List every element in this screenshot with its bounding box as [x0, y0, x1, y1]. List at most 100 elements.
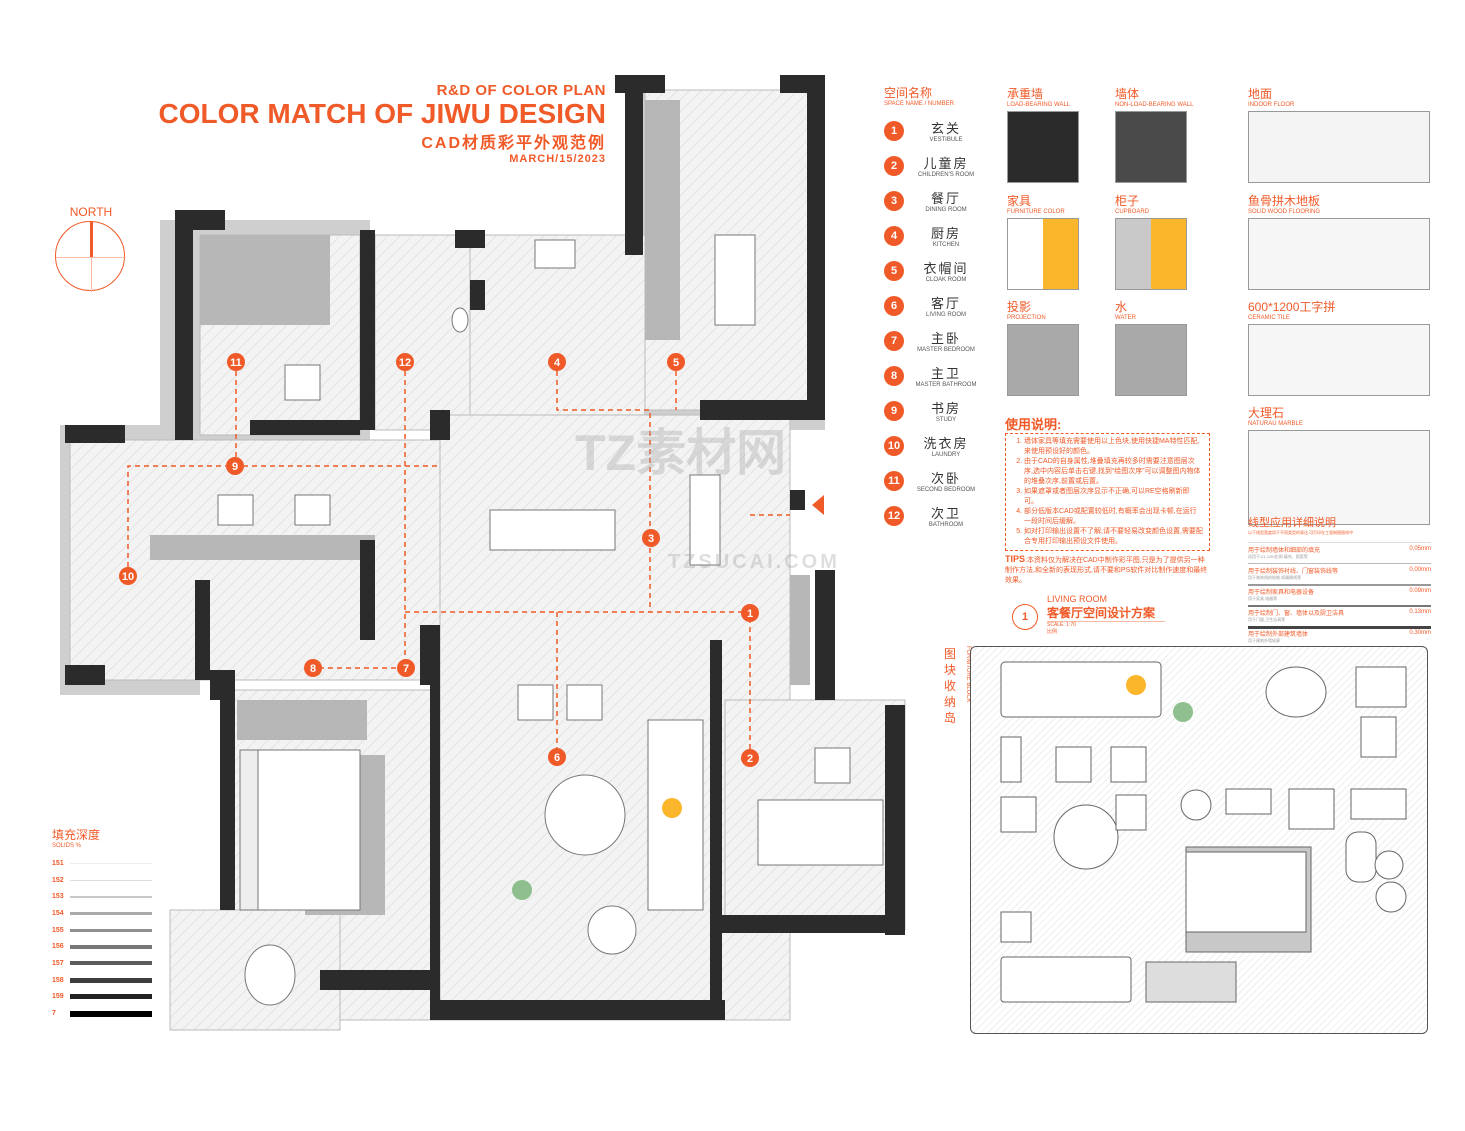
marker-4: 4: [548, 353, 566, 371]
line-sample: [1248, 605, 1431, 607]
legend-number: 3: [884, 190, 904, 211]
legend-number: 11: [884, 470, 904, 491]
legend-cn: 餐厅: [930, 191, 961, 206]
swatch-en: FURNITURE COLOR: [1007, 209, 1065, 215]
fill-row: 154: [52, 905, 152, 922]
fill-row: 153: [52, 888, 152, 905]
fill-row: 157: [52, 955, 152, 972]
svg-text:3: 3: [648, 533, 654, 545]
legend-cn: 洗衣房: [923, 436, 969, 451]
line-sub: 适用于1/1-1/50比例,填充、图案等: [1248, 554, 1308, 559]
swatch-cn: 地面: [1248, 87, 1273, 101]
floor-plan: 1 2 3 4 5 6 7 8 9 10 11 12: [60, 75, 906, 1031]
swatch-en: CERAMIC TILE: [1248, 315, 1290, 321]
fill-key: 155: [52, 926, 64, 934]
north-compass: NORTH: [55, 205, 127, 292]
subtitle: R&D OF COLOR PLAN: [436, 82, 606, 99]
legend-subtitle: SPACE NAME / NUMBER: [884, 101, 954, 107]
swatch-fill: [1116, 325, 1186, 395]
marker-11: 11: [227, 353, 245, 371]
swatch-color: [1115, 324, 1187, 396]
marker-2: 2: [741, 749, 759, 767]
swatch-cn: 大理石: [1248, 406, 1285, 420]
usage-notes: 使用说明: 墙体家具等填充需要使用以上色块,使用快捷MA特性匹配,来使用预设好的…: [1005, 414, 1210, 586]
usage-item: 如对打印输出设置不了解,请不要轻易改变颜色设置,需要配合专用打印输出预设文件使用…: [1024, 527, 1203, 547]
scheme-cn: 客餐厅空间设计方案: [1047, 604, 1166, 622]
scheme-scale: SCALE: 1:70: [1047, 622, 1076, 628]
legend-number: 6: [884, 295, 904, 316]
legend-cn: 玄关: [930, 121, 961, 136]
usage-item: 部分低版本CAD或配置较低时,有概率会出现卡顿,在运行一段时间后缓解。: [1024, 507, 1203, 527]
legend-cn: 厨房: [930, 226, 961, 241]
swatch-color: [1248, 430, 1430, 525]
furniture-block-panel: [970, 646, 1428, 1034]
swatch-en: INDOOR FLOOR: [1248, 102, 1295, 108]
line-sub: 用于建筑外墙轮廓: [1248, 638, 1280, 643]
fill-title: 填充深度: [52, 828, 101, 842]
marker-6: 6: [548, 748, 566, 766]
line-desc: 用于绘制家具和电器设备: [1248, 590, 1315, 596]
title-block: R&D OF COLOR PLAN COLOR MATCH OF JIWU DE…: [60, 82, 606, 165]
scheme-scale-cn: 比例: [1047, 629, 1058, 635]
swatch-fill: [1008, 112, 1078, 182]
usage-title: 使用说明:: [1005, 417, 1062, 432]
room-markers: 1 2 3 4 5 6 7 8 9 10 11 12: [119, 353, 759, 767]
swatch-en: LOAD-BEARING WALL: [1007, 102, 1071, 108]
line-desc: 用于绘制墙体和细部的填充: [1248, 548, 1321, 554]
swatch-fill: [1249, 112, 1429, 182]
swatch-fill: [1043, 219, 1078, 289]
block-title-cn: 图块收纳岛: [944, 647, 957, 725]
fill-key: 154: [52, 909, 64, 917]
line-sample: [1248, 563, 1431, 564]
marker-12: 12: [396, 353, 414, 371]
line-width: 0.00mm: [1409, 567, 1431, 573]
swatch-color: [1248, 218, 1430, 290]
lines-subtitle: 以下线型宽度用于不同类型的表达,可打印在工程制图图纸中: [1248, 530, 1354, 535]
swatch-en: NATURAU MARBLE: [1248, 421, 1303, 427]
swatch-cn: 600*1200工字拼: [1248, 300, 1336, 314]
furniture-blocks: [1000, 661, 1407, 1003]
line-desc: 用于绘制装饰衬线、门窗装饰线等: [1248, 569, 1339, 575]
legend-number: 9: [884, 400, 904, 421]
fill-key: 158: [52, 976, 64, 984]
fill-sample: [70, 911, 152, 915]
marker-10: 10: [119, 567, 137, 585]
fill-key: 152: [52, 876, 64, 884]
legend-number: 12: [884, 505, 904, 526]
swatch-cn: 家具: [1007, 194, 1032, 208]
north-label: NORTH: [69, 205, 113, 219]
legend-en: SECOND BEDROOM: [916, 487, 976, 493]
fill-sample: [70, 961, 152, 966]
svg-text:10: 10: [122, 571, 134, 583]
scheme-en: LIVING ROOM: [1047, 594, 1108, 604]
line-width: 0.09mm: [1409, 588, 1431, 594]
line-width: 0.13mm: [1409, 609, 1431, 615]
swatch-cn: 墙体: [1115, 87, 1140, 101]
swatch-fill: [1116, 112, 1186, 182]
fill-sample: [70, 994, 152, 1000]
legend-number: 2: [884, 155, 904, 176]
legend-en: MASTER BEDROOM: [917, 347, 975, 353]
marker-1: 1: [741, 604, 759, 622]
marker-7: 7: [397, 659, 415, 677]
legend-cn: 次卫: [930, 506, 961, 521]
svg-text:8: 8: [310, 663, 316, 675]
fill-row: 158: [52, 972, 152, 989]
